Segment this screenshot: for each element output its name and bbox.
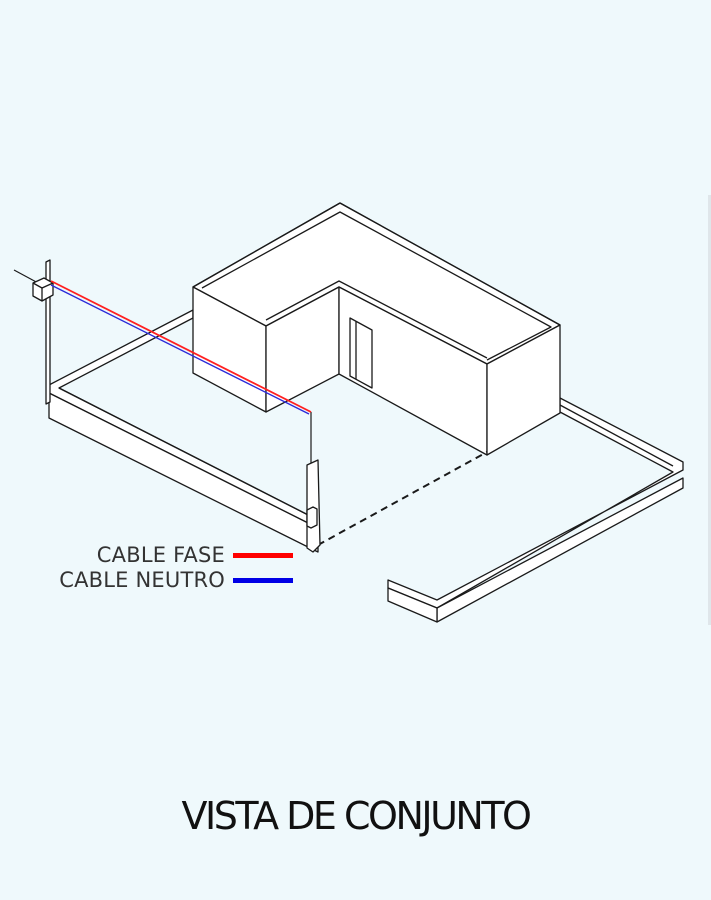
meter-box-edge-top [32, 282, 43, 289]
right-plot-wall-end [387, 587, 438, 623]
house-outer-back-edge [192, 202, 341, 288]
legend: CABLE FASE CABLE NEUTRO [40, 543, 300, 593]
page-edge-shadow [708, 195, 711, 625]
diagram-title: VISTA DE CONJUNTO [181, 794, 532, 838]
legend-label-neutro: CABLE NEUTRO [59, 568, 225, 592]
house-courtyard-inner-edge [265, 280, 488, 359]
door [349, 317, 373, 389]
legend-label-fase: CABLE FASE [96, 543, 225, 567]
legend-item-neutro: CABLE NEUTRO [40, 568, 300, 593]
right-plot-wall-face [436, 477, 684, 623]
house-right-wing-face [486, 324, 561, 456]
legend-swatch-fase [233, 553, 293, 558]
legend-item-fase: CABLE FASE [40, 543, 300, 568]
cable-fase-line [50, 280, 312, 413]
meter-box [32, 277, 54, 302]
conduit-channel [306, 459, 321, 553]
left-plot-wall-face [48, 392, 319, 553]
right-plot-wall-cap [559, 404, 674, 467]
junction-box [306, 506, 318, 529]
house-top-right-edge [339, 202, 561, 326]
cable-neutro-line [50, 284, 310, 415]
left-plot-wall-edge [58, 387, 319, 521]
house-roof-inner-edge [201, 211, 552, 361]
right-plot-wall-top [387, 397, 684, 609]
legend-swatch-neutro [233, 578, 293, 583]
meter-box-edge-top2 [41, 282, 54, 289]
dashed-boundary-line [317, 451, 488, 546]
